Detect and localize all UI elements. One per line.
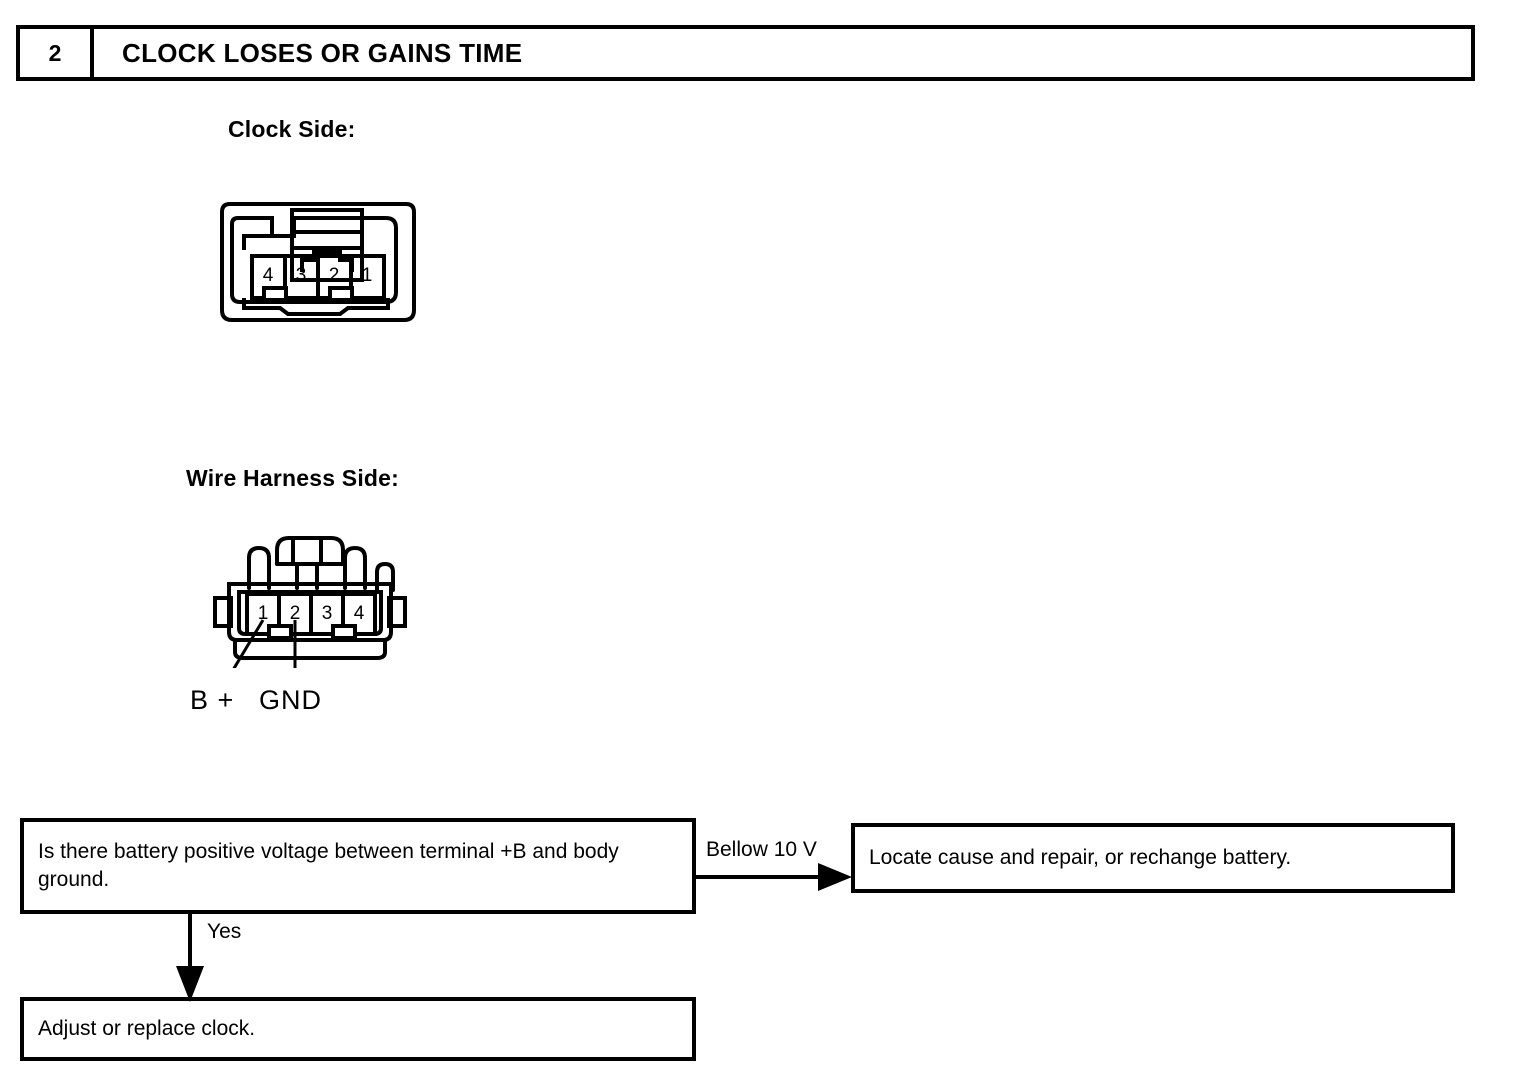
terminal-label-bplus: B + <box>190 685 235 715</box>
clock-pin-label-2: 2 <box>329 265 340 286</box>
bplus-leader-line <box>232 619 265 668</box>
harness-pin-label-4: 4 <box>354 603 365 624</box>
wire-harness-side-connector-diagram: 1 2 3 4 <box>205 528 420 668</box>
flowchart-question-text: Is there battery positive voltage betwee… <box>38 839 619 891</box>
flowchart-edge-label-bellow: Bellow 10 V <box>706 838 817 861</box>
section-number: 2 <box>48 39 62 66</box>
clock-pin-label-1: 1 <box>362 265 373 286</box>
terminal-label-gnd: GND <box>259 685 322 715</box>
flowchart-arrow-right <box>692 855 862 900</box>
clock-pin-label-3: 3 <box>296 265 307 286</box>
harness-pin-label-1: 1 <box>258 603 269 624</box>
section-title-cell: CLOCK LOSES OR GAINS TIME <box>94 29 1471 77</box>
section-header-bar: 2 CLOCK LOSES OR GAINS TIME <box>16 25 1475 81</box>
section-number-cell: 2 <box>20 29 94 77</box>
flowchart-edge-label-yes: Yes <box>207 920 242 943</box>
flowchart-battery-box: Locate cause and repair, or rechange bat… <box>851 823 1455 893</box>
section-title: CLOCK LOSES OR GAINS TIME <box>122 37 523 68</box>
wire-harness-side-caption: Wire Harness Side: <box>186 465 400 491</box>
flowchart-adjust-text: Adjust or replace clock. <box>38 1016 256 1040</box>
flowchart-adjust-box: Adjust or replace clock. <box>20 997 696 1061</box>
harness-pin-label-2: 2 <box>290 603 301 624</box>
clock-pin-label-4: 4 <box>263 265 274 286</box>
flowchart-question-box: Is there battery positive voltage betwee… <box>20 818 696 914</box>
harness-pin-label-3: 3 <box>322 603 333 624</box>
flowchart-arrow-down <box>168 910 228 1010</box>
clock-side-caption: Clock Side: <box>228 116 356 142</box>
clock-side-connector-diagram: 4 3 2 1 <box>210 192 425 332</box>
flowchart-battery-text: Locate cause and repair, or rechange bat… <box>869 845 1292 869</box>
